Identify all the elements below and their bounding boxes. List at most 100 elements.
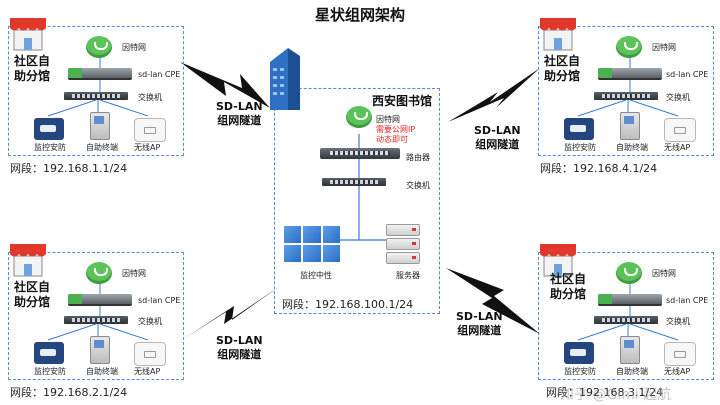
branch-br-name-line1: 社区自 <box>550 272 587 286</box>
tunnel-bl-line1: SD-LAN <box>216 334 263 347</box>
internet-cloud-icon <box>616 36 642 58</box>
cpe-device-icon <box>598 294 662 306</box>
center-switch-icon <box>322 178 386 186</box>
center-switch-label: 交换机 <box>406 181 430 190</box>
monitor-wall-icon <box>284 226 340 262</box>
branch-tl-internet-label: 因特网 <box>122 43 146 52</box>
camera-icon <box>564 342 594 364</box>
branch-br-cpe-label: sd-lan CPE <box>666 296 709 305</box>
branch-tl-lines <box>47 58 149 117</box>
tunnel-tr-line2: 组网隧道 <box>475 138 520 151</box>
public-ip-note-line2: 动态即可 <box>376 135 408 144</box>
tunnel-bolt-tr <box>448 68 540 122</box>
monitor-center-label: 监控中性 <box>300 271 332 280</box>
kiosk-icon <box>620 336 640 364</box>
shop-awning-icon <box>540 18 576 51</box>
shop-awning-icon <box>540 244 576 277</box>
branch-bl-name-line1: 社区自 <box>14 280 51 294</box>
center-segment: 网段：192.168.100.1/24 <box>282 298 414 311</box>
router-label: 路由器 <box>406 153 430 162</box>
branch-tl-name-line2: 助分馆 <box>14 69 51 83</box>
branch-box-tl <box>8 26 184 156</box>
shop-awning-icon <box>10 244 46 277</box>
branch-bl-ap-label: 无线AP <box>134 367 161 376</box>
cpe-device-icon <box>598 68 662 80</box>
branch-br-internet-label: 因特网 <box>652 269 676 278</box>
branch-tr-switch-label: 交换机 <box>666 93 690 102</box>
tunnel-br-line1: SD-LAN <box>456 310 503 323</box>
switch-icon <box>64 92 128 100</box>
server-icon <box>386 224 420 264</box>
wireless-ap-icon <box>664 342 696 366</box>
branch-tr-name: 社区自助分馆 <box>544 54 580 84</box>
tunnel-bl-line2: 组网隧道 <box>217 348 262 361</box>
center-internet-label: 因特网 <box>376 115 400 124</box>
switch-icon <box>594 316 658 324</box>
wireless-ap-icon <box>134 118 166 142</box>
branch-bl-kiosk-label: 自助终端 <box>86 367 118 376</box>
tunnel-tl-line1: SD-LAN <box>216 100 263 113</box>
internet-cloud-icon <box>86 262 112 284</box>
branch-bl-cam-label: 监控安防 <box>34 367 66 376</box>
branch-tl-cpe-label: sd-lan CPE <box>138 70 181 79</box>
branch-bl-internet-label: 因特网 <box>122 269 146 278</box>
branch-tl-segment: 网段：192.168.1.1/24 <box>10 162 128 175</box>
branch-bl-segment: 网段：192.168.2.1/24 <box>10 386 128 399</box>
branch-tl-ap-label: 无线AP <box>134 143 161 152</box>
branch-bl-name-line2: 助分馆 <box>14 295 51 309</box>
branch-tr-name-line1: 社区自 <box>544 54 581 68</box>
camera-icon <box>34 118 64 140</box>
branch-tl-kiosk-label: 自助终端 <box>86 143 118 152</box>
kiosk-icon <box>90 112 110 140</box>
tunnel-bolt-tl <box>180 62 270 108</box>
camera-icon <box>564 118 594 140</box>
center-library-name: 西安图书馆 <box>372 94 433 108</box>
internet-cloud-icon <box>86 36 112 58</box>
branch-tr-cam-label: 监控安防 <box>564 143 596 152</box>
internet-cloud-icon <box>346 106 372 128</box>
internet-cloud-icon <box>616 262 642 284</box>
router-icon <box>320 148 400 159</box>
branch-bl-cpe-label: sd-lan CPE <box>138 296 181 305</box>
tunnel-tr-line1: SD-LAN <box>474 124 521 137</box>
wireless-ap-icon <box>134 342 166 366</box>
tunnel-br-line2: 组网隧道 <box>457 324 502 337</box>
branch-box-bl <box>8 252 184 380</box>
branch-tl-name-line1: 社区自 <box>14 54 51 68</box>
branch-br-ap-label: 无线AP <box>664 367 691 376</box>
diagram-title: 星状组网架构 <box>314 6 405 24</box>
branch-tr-ap-label: 无线AP <box>664 143 691 152</box>
branch-tr-kiosk-label: 自助终端 <box>616 143 648 152</box>
kiosk-icon <box>620 112 640 140</box>
branch-tl-name: 社区自助分馆 <box>14 54 50 84</box>
tunnel-tl-line2: 组网隧道 <box>217 114 262 127</box>
wireless-ap-icon <box>664 118 696 142</box>
center-library-box <box>274 88 440 314</box>
branch-br-kiosk-label: 自助终端 <box>616 367 648 376</box>
branch-br-switch-label: 交换机 <box>666 317 690 326</box>
public-ip-note-line1: 需要公网IP <box>376 125 416 134</box>
branch-tl-switch-label: 交换机 <box>138 93 162 102</box>
branch-bl-name: 社区自助分馆 <box>14 280 50 310</box>
branch-tr-name-line2: 助分馆 <box>544 69 581 83</box>
tunnel-bolt-br <box>446 268 540 334</box>
branch-br-segment: 网段：192.168.3.1/24 <box>546 386 664 399</box>
branch-tl-cam-label: 监控安防 <box>34 143 66 152</box>
shop-awning-icon <box>10 18 46 51</box>
cpe-device-icon <box>68 294 132 306</box>
server-label: 服务器 <box>396 271 420 280</box>
watermark: 知乎 @Gimi 起航 <box>560 387 672 403</box>
branch-br-name: 社区自助分馆 <box>550 272 586 302</box>
branch-tr-cpe-label: sd-lan CPE <box>666 70 709 79</box>
branch-box-br <box>538 252 714 380</box>
branch-bl-switch-label: 交换机 <box>138 317 162 326</box>
branch-tr-internet-label: 因特网 <box>652 43 676 52</box>
switch-icon <box>64 316 128 324</box>
branch-br-cam-label: 监控安防 <box>564 367 596 376</box>
